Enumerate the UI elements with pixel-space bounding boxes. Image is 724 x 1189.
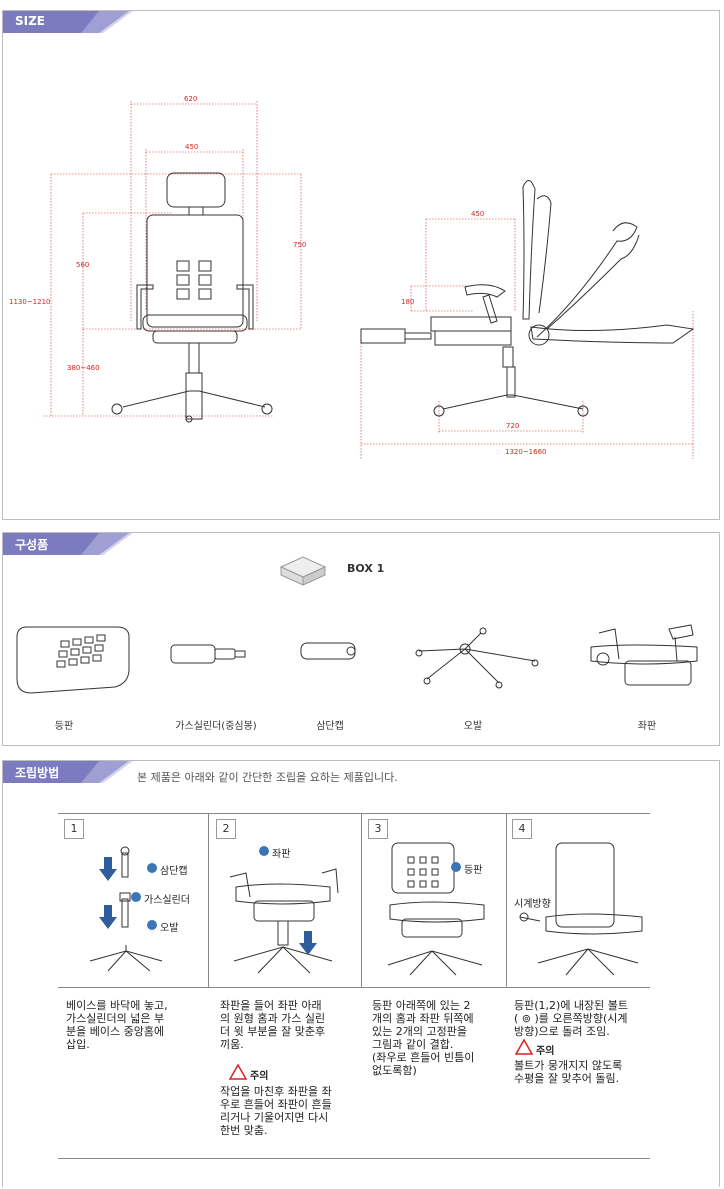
desc-line: 없도록함) [372, 1064, 417, 1077]
front-chair-diagram [43, 101, 695, 459]
warning-icons [228, 1038, 534, 1080]
gas-cylinder-part-icon [170, 644, 246, 664]
step-arrows [99, 857, 317, 955]
callout-backrest: 등판 [464, 865, 483, 876]
part-label-backrest: 등판 [54, 721, 74, 732]
dim-450-front: 450 [185, 143, 199, 151]
step-4-warn-label: 주의 [536, 1046, 555, 1057]
part-label-base: 오발 [463, 721, 483, 732]
desc-line: 베이스를 바닥에 놓고, [66, 999, 168, 1012]
warn-line: 작업을 마친후 좌판을 좌 [220, 1085, 332, 1098]
desc-line: ( ⊚ )를 오른쪽방향(시계 [514, 1012, 628, 1025]
dim-1320: 1320~1660 [505, 448, 547, 456]
desc-line: 등판(1,2)에 내장된 볼트 [514, 999, 629, 1012]
desc-line: 분을 베이스 중앙홈에 [66, 1025, 165, 1038]
dim-750: 750 [293, 241, 307, 249]
dim-720: 720 [506, 422, 520, 430]
assembly-intro: 본 제품은 아래와 같이 간단한 조립을 요하는 제품입니다. [137, 771, 398, 784]
desc-line: 개의 홈과 좌판 뒤쪽에 [372, 1012, 474, 1025]
assembly-tab: 조립방법 [3, 761, 133, 783]
step-1-number: 1 [64, 819, 84, 839]
callout-cap: 삼단캡 [160, 866, 188, 877]
box-label: BOX 1 [347, 562, 385, 575]
parts-tab: 구성품 [3, 533, 133, 555]
step-3-number: 3 [368, 819, 388, 839]
step-4-desc: 등판(1,2)에 내장된 볼트 ( ⊚ )를 오른쪽방향(시계 방향)으로 돌려… [514, 999, 650, 1038]
parts-illustrations [16, 624, 698, 694]
step-2-desc: 좌판을 들어 좌판 아래 의 원형 홈과 가스 실린 더 윗 부분을 잘 맞춘후… [220, 999, 360, 1051]
callout-base: 오발 [160, 923, 179, 934]
desc-line: 가스실린더의 넓은 부 [66, 1012, 165, 1025]
parts-tab-label: 구성품 [15, 538, 49, 552]
size-panel: SIZE [2, 10, 720, 520]
step-2-warn: 작업을 마친후 좌판을 좌 우로 흔들어 좌판이 흔들 리거나 기울어지면 다시… [220, 1085, 360, 1137]
box-icon [279, 556, 327, 586]
warn-line: 한번 맞춤. [220, 1124, 268, 1137]
seat-part-icon [590, 624, 698, 686]
step-2-warn-label: 주의 [250, 1071, 269, 1082]
desc-line: 더 윗 부분을 잘 맞춘후 [220, 1025, 326, 1038]
assembly-tab-label: 조립방법 [15, 766, 60, 780]
desc-line: 삽입. [66, 1038, 90, 1051]
size-tab: SIZE [3, 11, 133, 33]
desc-line: 그림과 같이 결합. [372, 1038, 454, 1051]
desc-line: 좌판을 들어 좌판 아래 [220, 999, 322, 1012]
dim-450-side: 450 [471, 210, 485, 218]
desc-line: 등판 아래쪽에 있는 2 [372, 999, 471, 1012]
dim-560: 560 [76, 261, 90, 269]
desc-line: 방향)으로 돌려 조임. [514, 1025, 610, 1038]
desc-line: 끼움. [220, 1038, 244, 1051]
tab-shape [3, 11, 133, 33]
dim-1130: 1130~1210 [9, 298, 51, 306]
step-2-number: 2 [216, 819, 236, 839]
warn-line: 우로 흔들어 좌판이 흔들 [220, 1098, 332, 1111]
warn-line: 수평을 잘 맞추어 돌림. [514, 1072, 620, 1085]
size-tab-label: SIZE [15, 14, 46, 28]
step-3-desc: 등판 아래쪽에 있는 2 개의 홈과 좌판 뒤쪽에 있는 2개의 고정판을 그림… [372, 999, 506, 1077]
part-label-seat: 좌판 [637, 721, 657, 732]
warn-line: 볼트가 뭉개지지 않도록 [514, 1059, 623, 1072]
warn-line: 리거나 기울어지면 다시 [220, 1111, 329, 1124]
step-1-desc: 베이스를 바닥에 놓고, 가스실린더의 넓은 부 분을 베이스 중앙홈에 삽입. [66, 999, 204, 1051]
dim-620: 620 [184, 95, 198, 103]
part-label-cap: 삼단캡 [316, 721, 344, 732]
callout-seat: 좌판 [272, 849, 291, 860]
callout-gas-cylinder: 가스실린더 [144, 895, 190, 906]
part-label-gas-cylinder: 가스실린더(중심봉) [175, 721, 257, 732]
assembly-steps-table: 1 2 3 4 삼단캡 가스실린더 오발 좌판 등판 시계방향 베이스를 바닥에… [58, 813, 650, 1159]
parts-panel: 구성품 BOX 1 [2, 532, 720, 746]
cap-part-icon [300, 642, 356, 660]
backrest-part-icon [16, 626, 130, 694]
dim-380: 380~460 [67, 364, 100, 372]
callout-clockwise: 시계방향 [514, 899, 551, 910]
tab-shape [3, 533, 133, 555]
desc-line: 의 원형 홈과 가스 실린 [220, 1012, 326, 1025]
desc-line: (좌우로 흔들어 빈틈이 [372, 1051, 475, 1064]
callout-dots [131, 846, 461, 930]
step-4-warn: 볼트가 뭉개지지 않도록 수평을 잘 맞추어 돌림. [514, 1059, 650, 1085]
tab-shape [3, 761, 133, 783]
base-part-icon [415, 627, 539, 689]
dim-180: 180 [401, 298, 415, 306]
step-4-number: 4 [512, 819, 532, 839]
desc-line: 있는 2개의 고정판을 [372, 1025, 467, 1038]
table-grid [58, 813, 650, 1159]
